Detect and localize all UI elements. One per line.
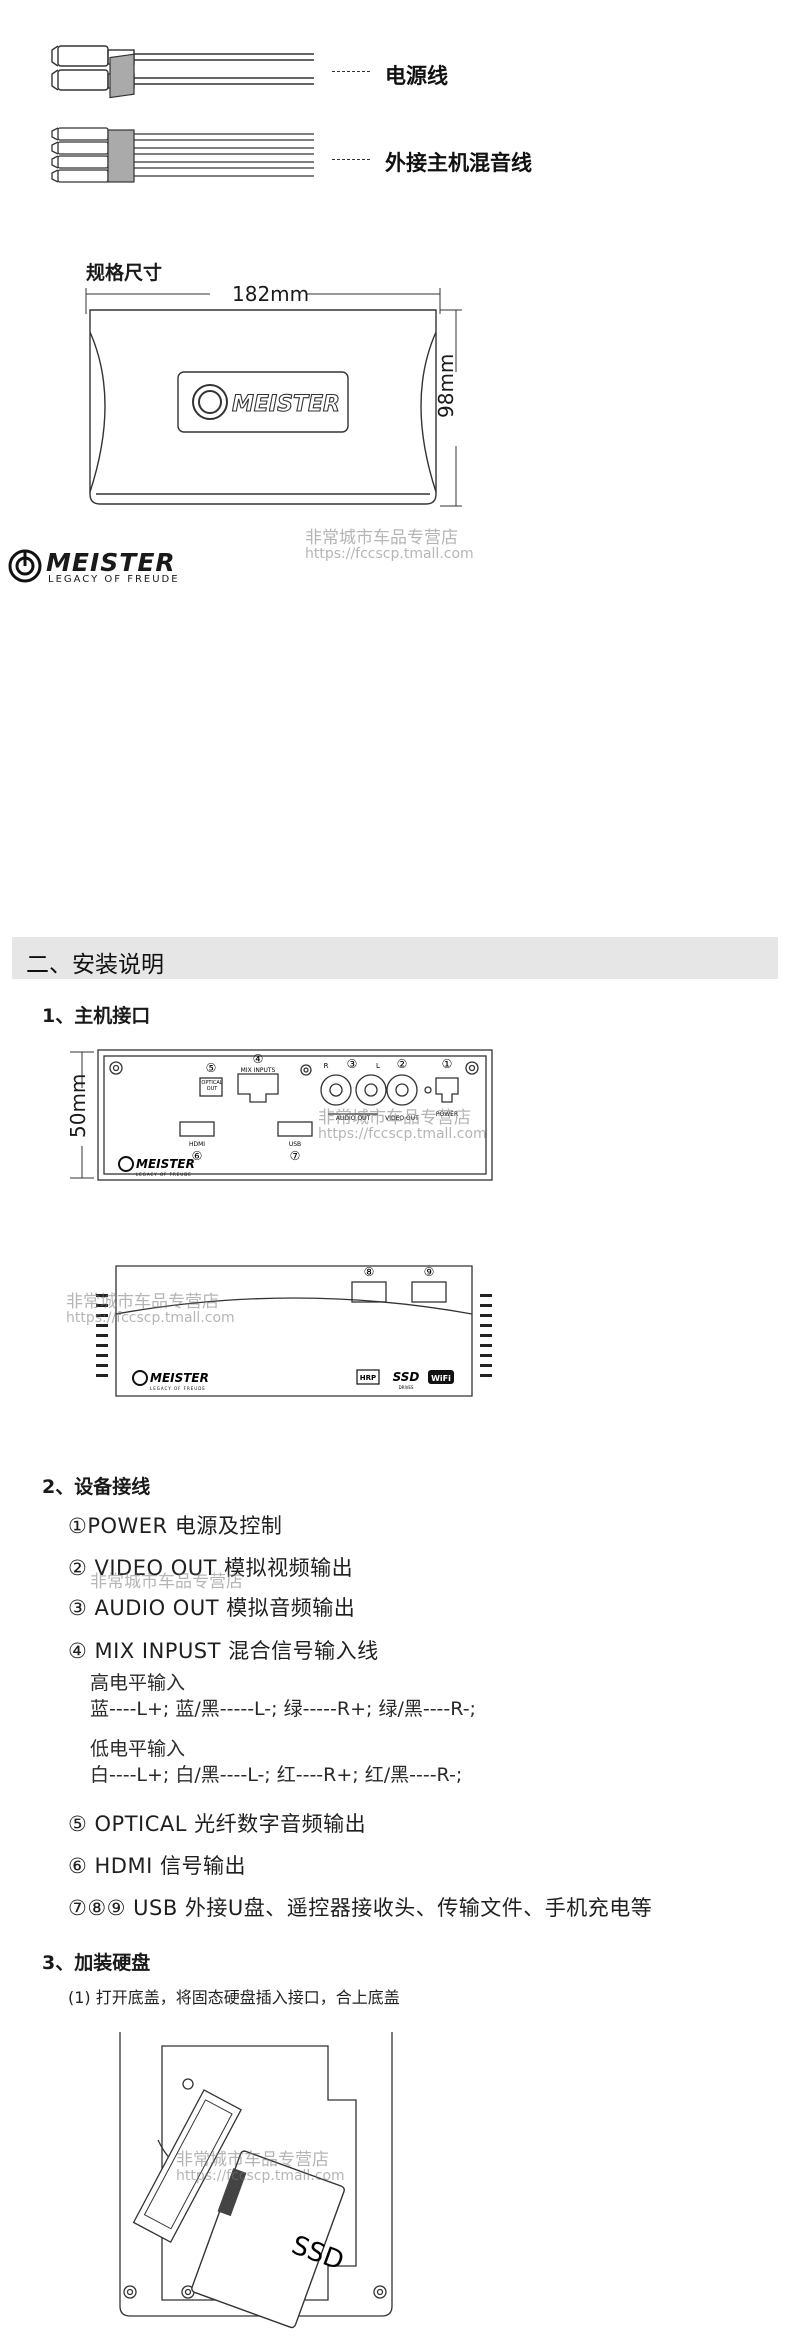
optical-label: OPTICAL <box>201 1080 222 1086</box>
drive-step: (1) 打开底盖，将固态硬盘插入接口，合上底盖 <box>68 1988 400 2007</box>
depth-dimension: 50mm <box>66 1073 90 1138</box>
wiring-heading: 2、设备接线 <box>42 1476 151 1498</box>
watermark-url-5: https://fccscp.tmall.com <box>176 2168 345 2184</box>
optical-number: ⑤ <box>206 1061 217 1075</box>
height-dimension: 98mm <box>434 353 458 418</box>
wiring-item-video: ② VIDEO OUT 模拟视频输出 <box>68 1556 354 1580</box>
wiring-item-usb: ⑦⑧⑨ USB 外接U盘、遥控器接收头、传输文件、手机充电等 <box>68 1896 653 1920</box>
usb8-number: ⑧ <box>364 1265 375 1279</box>
ssd-badge: SSD <box>393 1370 420 1384</box>
usb-number: ⑦ <box>290 1149 301 1163</box>
power-number: ① <box>442 1057 453 1071</box>
usb-label: USB <box>289 1141 301 1148</box>
high-level-title: 高电平输入 <box>90 1672 186 1694</box>
front-panel-brand: MEISTER <box>136 1157 195 1171</box>
video-out-label: VIDEO OUT <box>385 1115 419 1122</box>
brand-logo-icon <box>8 549 42 583</box>
mix-cable-illustration <box>51 127 314 183</box>
dimensions-title: 规格尺寸 <box>86 262 163 284</box>
brand-logo-tagline: LEGACY OF FREUDE <box>48 574 180 585</box>
watermark-shop-4: 非常城市车品专营店 <box>90 1572 243 1592</box>
optical-out-label: OUT <box>207 1086 219 1092</box>
audio-out-label: AUDIO OUT <box>336 1115 371 1122</box>
watermark-url-1: https://fccscp.tmall.com <box>305 546 474 562</box>
front-panel-drawing: ⑤ OPTICAL OUT ④ MIX INPUTS HDMI ⑥ USB ⑦ … <box>97 1049 493 1181</box>
power-cable-label: 电源线 <box>385 64 448 88</box>
watermark-url-3: https://fccscp.tmall.com <box>66 1310 235 1326</box>
top-view-brand: MEISTER <box>232 392 340 417</box>
audio-number: ③ <box>347 1057 358 1071</box>
watermark-shop-3: 非常城市车品专营店 <box>66 1292 219 1312</box>
mix-number: ④ <box>253 1052 264 1066</box>
rear-panel-brand: MEISTER <box>150 1371 209 1385</box>
install-section-bar: 二、安装说明 <box>12 937 778 979</box>
wiring-item-hdmi: ⑥ HDMI 信号输出 <box>68 1854 246 1878</box>
watermark-url-2: https://fccscp.tmall.com <box>318 1126 487 1142</box>
width-dimension: 182mm <box>232 282 310 306</box>
top-view-drawing: MEISTER <box>85 288 462 507</box>
mix-label: MIX INPUTS <box>241 1067 276 1074</box>
power-cable-illustration <box>51 45 314 99</box>
low-level-title: 低电平输入 <box>90 1738 186 1760</box>
watermark-shop-1: 非常城市车品专营店 <box>305 528 458 548</box>
low-level-detail: 白----L+; 白/黑----L-; 红----R+; 红/黑----R-; <box>90 1764 463 1786</box>
install-section-title: 二、安装说明 <box>26 952 164 978</box>
rca-r-label: R <box>324 1062 329 1070</box>
video-number: ② <box>397 1057 408 1071</box>
high-level-detail: 蓝----L+; 蓝/黑-----L-; 绿-----R+; 绿/黑----R-… <box>90 1698 476 1720</box>
drives-badge: DRIVES <box>399 1385 414 1390</box>
mix-cable-leader <box>332 159 370 160</box>
rear-panel-drawing: ⑧ ⑨ MEISTER LEGACY OF FREUDE HRP SSD DRI… <box>96 1265 492 1397</box>
power-cable-leader <box>332 71 370 72</box>
front-panel-tagline: LEGACY OF FREUDE <box>136 1172 192 1177</box>
wiring-item-power: ①POWER 电源及控制 <box>68 1514 283 1538</box>
rear-panel-tagline: LEGACY OF FREUDE <box>150 1386 206 1391</box>
wifi-badge: WiFi <box>431 1374 451 1383</box>
drive-heading: 3、加装硬盘 <box>42 1952 151 1974</box>
ssd-install-drawing: SSD <box>119 2032 393 2329</box>
ports-heading: 1、主机接口 <box>42 1005 151 1027</box>
wiring-item-mix: ④ MIX INPUST 混合信号输入线 <box>68 1639 379 1663</box>
hdmi-label: HDMI <box>189 1141 205 1148</box>
wiring-item-optical: ⑤ OPTICAL 光纤数字音频输出 <box>68 1812 367 1836</box>
depth-dimension-lines <box>70 1051 94 1179</box>
watermark-shop-5: 非常城市车品专营店 <box>176 2150 329 2170</box>
hrp-badge: HRP <box>360 1374 376 1382</box>
watermark-shop-2: 非常城市车品专营店 <box>318 1108 471 1128</box>
rca-l-label: L <box>376 1062 380 1070</box>
usb9-number: ⑨ <box>424 1265 435 1279</box>
brand-logo-name: MEISTER <box>46 548 176 577</box>
mix-cable-label: 外接主机混音线 <box>385 151 532 175</box>
hdmi-number: ⑥ <box>192 1149 203 1163</box>
wiring-item-audio: ③ AUDIO OUT 模拟音频输出 <box>68 1596 356 1620</box>
power-port-label: POWER <box>436 1111 458 1118</box>
